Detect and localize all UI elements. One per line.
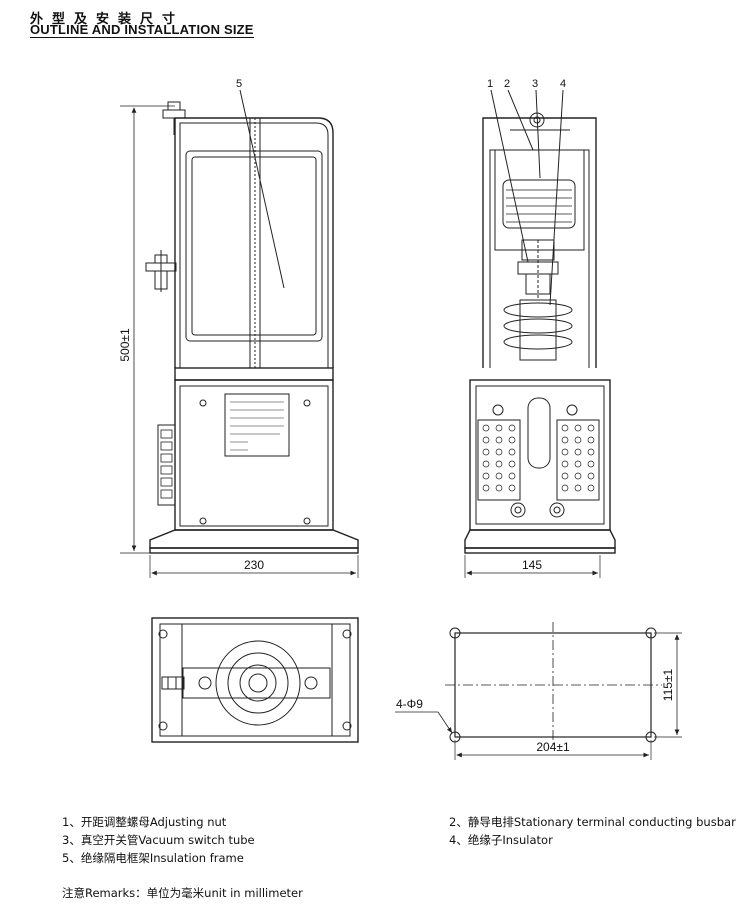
legend-item-4: 4、绝缘子Insulator (449, 833, 553, 847)
legend-item-1: 1、开距调整螺母Adjusting nut (62, 815, 227, 829)
legend-item-3: 3、真空开关管Vacuum switch tube (62, 833, 255, 847)
front-view (464, 89, 616, 578)
legend-item-5: 5、绝缘隔电框架Insulation frame (62, 851, 244, 865)
top-view (151, 617, 359, 743)
callout-3: 3 (532, 78, 538, 90)
remarks-note: 注意Remarks：单位为毫米unit in millimeter (62, 886, 303, 900)
width-dimension-230: 230 (244, 558, 264, 572)
callout-5: 5 (236, 78, 242, 90)
callout-2: 2 (504, 78, 510, 90)
width-dimension-145: 145 (522, 558, 542, 572)
width-dimension-204: 204±1 (536, 740, 570, 754)
title-chinese: 外型及安装尺寸 (30, 12, 185, 27)
hole-spec-label: 4-Φ9 (396, 697, 423, 711)
side-view (120, 89, 359, 578)
title-english: OUTLINE AND INSTALLATION SIZE (30, 22, 254, 38)
callout-4: 4 (560, 78, 566, 90)
mounting-plan (395, 622, 682, 760)
height-dimension-500: 500±1 (118, 328, 132, 362)
height-dimension-115: 115±1 (661, 668, 675, 701)
legend-item-2: 2、静导电排Stationary terminal conducting bus… (449, 815, 736, 829)
callout-1: 1 (487, 78, 493, 90)
